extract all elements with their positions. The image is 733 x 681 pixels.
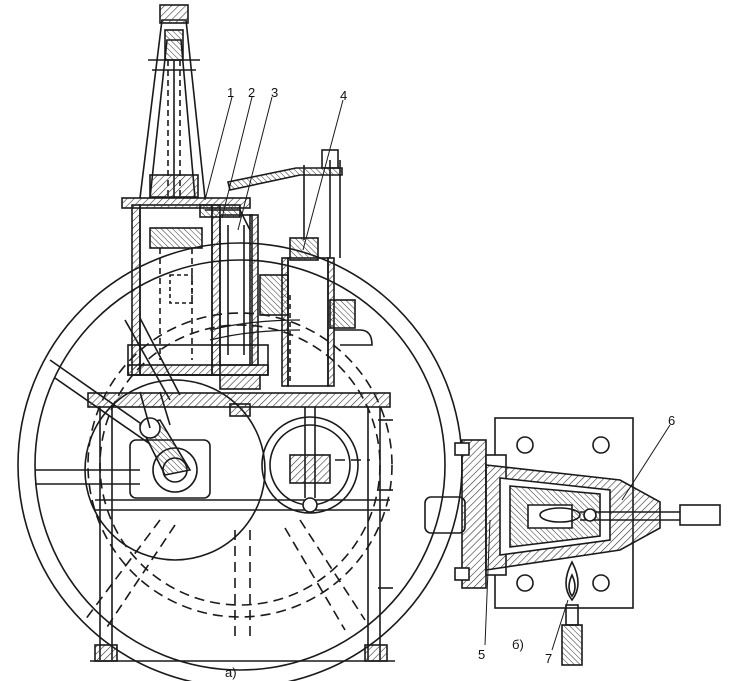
mount-hole-3 [516, 574, 534, 592]
view-a-caption: а) [225, 665, 237, 680]
main-cylinder [121, 197, 269, 390]
callout-1: 1 [227, 85, 235, 100]
crank-mechanism [84, 379, 266, 561]
mount-hole-4 [592, 574, 610, 592]
mount-hole-2 [592, 436, 610, 454]
mount-hole-1 [516, 436, 534, 454]
callout-2: 2 [248, 85, 256, 100]
displacer-chamber [199, 204, 301, 366]
view-a-engine [17, 4, 463, 681]
callout-3: 3 [271, 85, 279, 100]
view-b-nozzle [424, 417, 721, 666]
pump-assembly [227, 149, 373, 387]
pump-pulley [261, 407, 359, 514]
callout-7: 7 [545, 651, 553, 666]
callout-6: 6 [668, 413, 676, 428]
burner-lamp [561, 560, 583, 666]
flywheel [17, 242, 463, 681]
view-b-caption: б) [512, 637, 524, 652]
top-tower [139, 4, 206, 199]
callout-4: 4 [340, 88, 348, 103]
callout-5: 5 [478, 647, 486, 662]
callout-leaders [204, 96, 671, 651]
